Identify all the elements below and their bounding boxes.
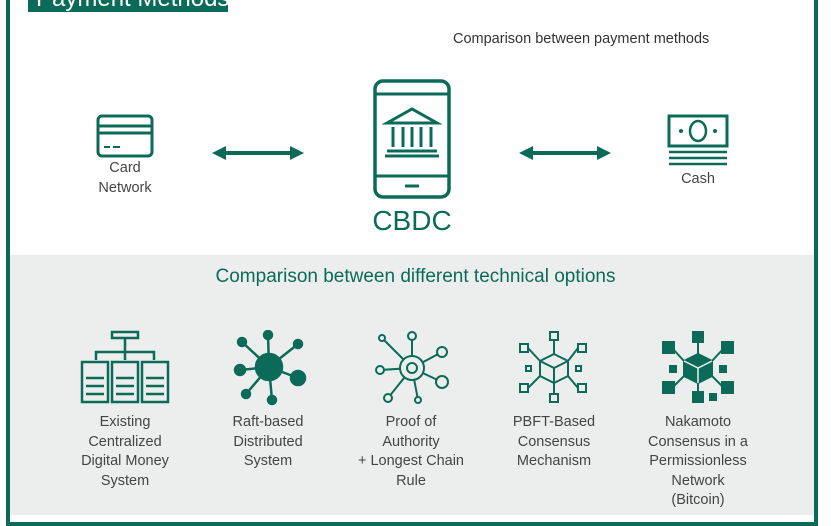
credit-card-icon — [96, 114, 154, 158]
option-line: System — [100, 472, 150, 489]
option-line: Authority — [382, 433, 440, 450]
phone-bank-icon — [373, 79, 451, 199]
option-line: Raft-based — [232, 414, 304, 430]
card-label-line: Network — [98, 179, 152, 196]
option-line: Mechanism — [516, 453, 592, 469]
option-line: Proof of — [385, 414, 437, 430]
cash-icon — [667, 114, 729, 166]
cash-label: Cash — [681, 171, 715, 187]
option-line: Distributed — [233, 433, 303, 450]
pbft-network-icon — [519, 331, 587, 403]
centralized-servers-icon — [80, 330, 170, 404]
option-line: Network — [671, 472, 725, 489]
option-line: Permissionless — [649, 453, 747, 469]
technical-options-panel — [10, 255, 818, 515]
nakamoto-network-icon — [662, 331, 734, 403]
option-line: Digital Money — [81, 453, 169, 469]
card-label-line: Card — [109, 160, 141, 176]
double-arrow-icon — [519, 146, 611, 160]
option-line: Consensus in a — [648, 433, 748, 450]
option-line: + Longest Chain — [357, 453, 464, 469]
technical-options-heading: Comparison between different technical o… — [215, 266, 616, 287]
cbdc-label: CBDC — [372, 205, 452, 236]
option-line: PBFT-Based — [512, 414, 596, 430]
option-line: (Bitcoin) — [671, 492, 725, 508]
double-arrow-icon — [212, 146, 304, 160]
option-line: Existing — [99, 414, 151, 430]
option-line: Centralized — [88, 433, 162, 450]
title-tab: Payment Methods — [28, 0, 228, 12]
payment-methods-subtitle: Comparison between payment methods — [453, 31, 710, 47]
option-line: System — [243, 453, 293, 469]
option-line: Consensus — [517, 433, 591, 450]
raft-network-icon — [233, 330, 307, 406]
option-line: Rule — [396, 472, 426, 489]
proof-of-authority-icon — [375, 331, 449, 404]
option-line: Nakamoto — [664, 414, 732, 430]
